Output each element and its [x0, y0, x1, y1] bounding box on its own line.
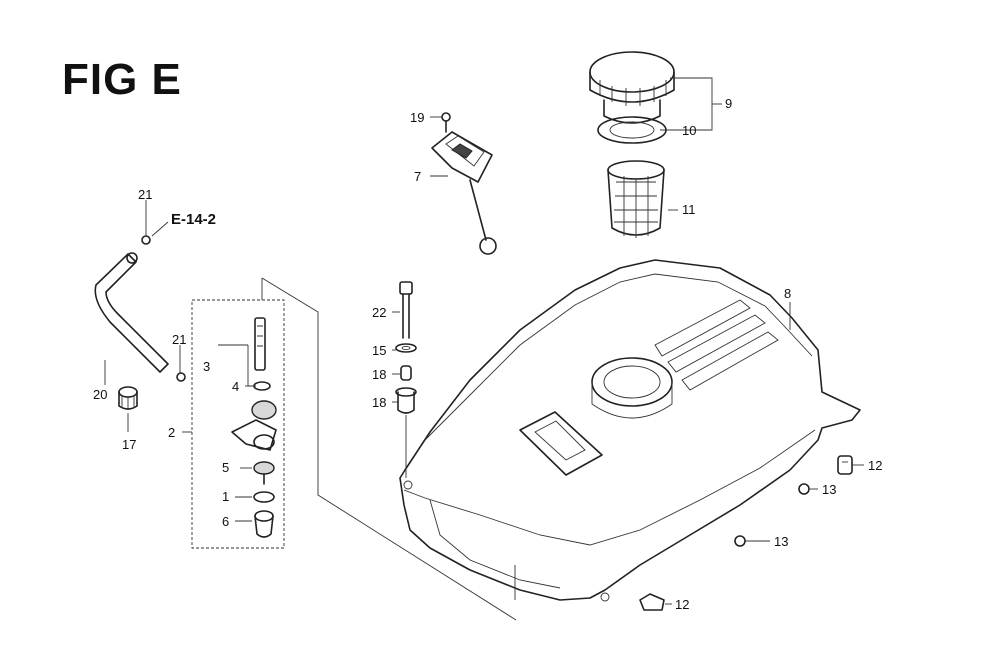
fuel-cock-lever — [254, 317, 266, 371]
callout-8: 8 — [784, 286, 791, 301]
bolt-lower — [734, 535, 746, 547]
callout-4: 4 — [232, 379, 239, 394]
mount-bolt — [399, 281, 413, 339]
fuel-tank — [399, 259, 861, 602]
bolt-right — [798, 483, 810, 495]
fuel-cock-body — [231, 400, 277, 451]
filter-cup — [254, 510, 274, 538]
rubber-mount — [395, 387, 417, 478]
callout-6: 6 — [222, 514, 229, 529]
fuel-cock-seal — [253, 381, 271, 391]
callout-12a: 12 — [868, 458, 882, 473]
callout-13b: 13 — [774, 534, 788, 549]
callout-19: 19 — [410, 110, 424, 125]
callout-17: 17 — [122, 437, 136, 452]
callout-11: 11 — [682, 202, 696, 217]
figure-title: FIG E — [62, 55, 182, 104]
cap-nut — [118, 386, 138, 410]
pin-right — [837, 455, 853, 475]
callout-18a: 18 — [372, 367, 386, 382]
pin-bottom — [639, 593, 665, 611]
reference-label: E-14-2 — [171, 211, 217, 228]
fuel-gauge — [431, 131, 497, 255]
callout-5: 5 — [222, 460, 229, 475]
collar — [400, 365, 412, 381]
callout-10: 10 — [682, 123, 696, 138]
leader-lines — [104, 77, 864, 605]
callout-2: 2 — [168, 425, 175, 440]
callout-20: 20 — [93, 387, 107, 402]
cap-gasket — [597, 116, 667, 144]
fuel-cap — [589, 51, 675, 124]
callout-15: 15 — [372, 343, 386, 358]
callout-9: 9 — [725, 96, 732, 111]
fuel-cock-box — [191, 277, 517, 621]
fuel-strainer — [607, 160, 665, 238]
o-ring — [253, 491, 275, 503]
fuel-cup — [253, 461, 275, 485]
callout-21b: 21 — [172, 332, 186, 347]
callout-labels: 9 10 11 19 7 21 21 20 17 3 4 2 5 1 6 22 … — [93, 96, 882, 612]
callout-7: 7 — [414, 169, 421, 184]
callout-22: 22 — [372, 305, 386, 320]
callout-21a: 21 — [138, 187, 152, 202]
callout-12b: 12 — [675, 597, 689, 612]
callout-13a: 13 — [822, 482, 836, 497]
callout-18b: 18 — [372, 395, 386, 410]
callout-3: 3 — [203, 359, 210, 374]
fuel-hose — [94, 252, 169, 373]
gauge-screw — [441, 112, 451, 133]
washer — [395, 343, 417, 353]
callout-1: 1 — [222, 489, 229, 504]
